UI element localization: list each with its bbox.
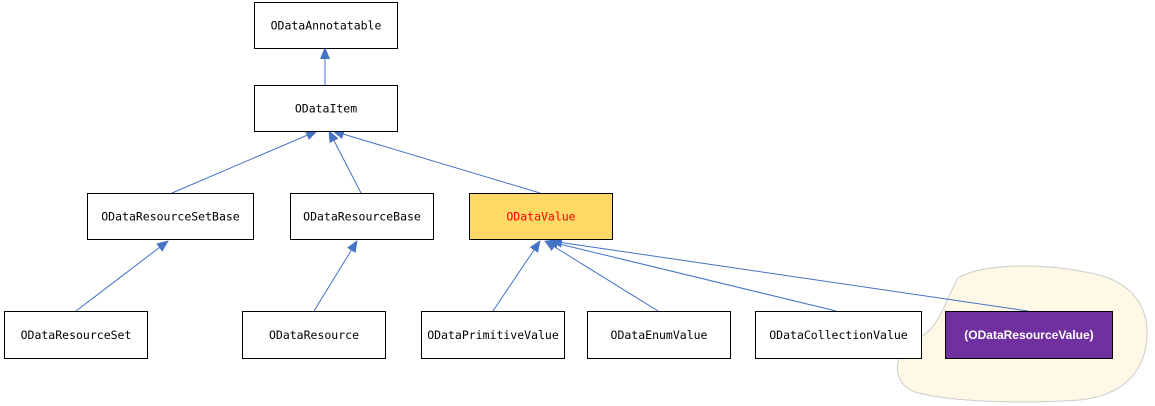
node-label: ODataAnnotatable [271, 19, 382, 33]
node-enum-value: ODataEnumValue [587, 311, 731, 359]
node-resource-value: (ODataResourceValue) [945, 311, 1113, 359]
node-value: ODataValue [469, 193, 613, 240]
node-box [254, 2, 398, 49]
node-label: ODataResource [269, 328, 359, 342]
node-box [242, 311, 386, 359]
node-label: ODataItem [295, 102, 357, 116]
node-label: ODataResourceSetBase [101, 210, 240, 224]
node-item: ODataItem [254, 85, 398, 132]
edge-resource-base-to-item [328, 130, 362, 194]
edge-resource-set-base-to-item [171, 130, 318, 194]
node-label: ODataValue [506, 210, 575, 224]
edge-value-to-item [332, 129, 541, 194]
edge-primitive-value-to-value [492, 240, 541, 312]
node-box [254, 85, 398, 132]
node-box [87, 193, 254, 240]
node-label: ODataResourceBase [303, 210, 421, 224]
node-box [4, 311, 148, 359]
edge-resource-to-resource-base [313, 240, 358, 312]
node-box [755, 311, 922, 359]
node-annotatable: ODataAnnotatable [254, 2, 398, 49]
edges-layer [75, 47, 1029, 312]
node-label: (ODataResourceValue) [964, 328, 1093, 342]
edge-resource-value-to-value [550, 237, 1029, 312]
node-box [587, 311, 731, 359]
node-collection-value: ODataCollectionValue [755, 311, 922, 359]
node-resource-set: ODataResourceSet [4, 311, 148, 359]
edge-enum-value-to-value [544, 240, 659, 312]
edge-collection-value-to-value [546, 238, 837, 312]
node-box [945, 311, 1113, 359]
node-label: ODataPrimitiveValue [427, 328, 559, 342]
node-label: ODataResourceSet [21, 328, 132, 342]
nodes-layer: ODataAnnotatableODataItemODataResourceSe… [4, 2, 1113, 359]
node-resource: ODataResource [242, 311, 386, 359]
node-box [290, 193, 434, 240]
node-box [469, 193, 613, 240]
node-label: ODataCollectionValue [769, 328, 908, 342]
node-primitive-value: ODataPrimitiveValue [421, 311, 565, 359]
edge-resource-set-to-resource-set-base [75, 240, 169, 312]
node-label: ODataEnumValue [611, 328, 708, 342]
node-box [421, 311, 565, 359]
node-resource-set-base: ODataResourceSetBase [87, 193, 254, 240]
node-resource-base: ODataResourceBase [290, 193, 434, 240]
